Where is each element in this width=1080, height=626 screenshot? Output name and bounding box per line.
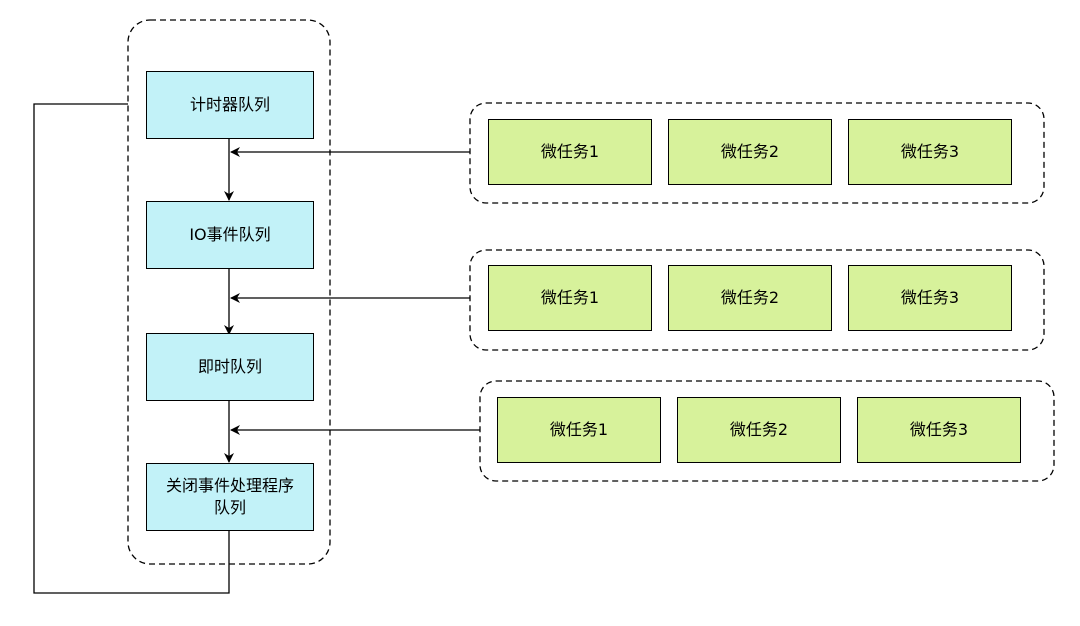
- queue-close-handlers: 关闭事件处理程序 队列: [146, 463, 314, 531]
- microtask-box: 微任务2: [668, 265, 832, 331]
- queue-label: 关闭事件处理程序 队列: [165, 476, 294, 517]
- microtask-label: 微任务2: [729, 420, 789, 439]
- queue-label: 即时队列: [197, 357, 262, 376]
- queue-label: 计时器队列: [189, 95, 270, 114]
- microtask-label: 微任务3: [900, 142, 960, 161]
- microtask-label: 微任务1: [540, 142, 600, 161]
- microtask-box: 微任务1: [488, 265, 652, 331]
- microtask-group-container: [469, 102, 1045, 204]
- microtask-box: 微任务3: [857, 397, 1021, 463]
- microtask-label: 微任务3: [909, 420, 969, 439]
- queue-timer: 计时器队列: [146, 71, 314, 139]
- microtask-box: 微任务1: [497, 397, 661, 463]
- queue-io-events: IO事件队列: [146, 201, 314, 269]
- queue-label: IO事件队列: [189, 225, 271, 244]
- microtask-box: 微任务2: [677, 397, 841, 463]
- microtask-label: 微任务3: [900, 288, 960, 307]
- microtask-label: 微任务1: [540, 288, 600, 307]
- microtask-box: 微任务2: [668, 119, 832, 185]
- microtask-label: 微任务2: [720, 288, 780, 307]
- queue-immediate: 即时队列: [146, 333, 314, 401]
- microtask-box: 微任务3: [848, 265, 1012, 331]
- loop-back-line: [33, 103, 230, 594]
- microtask-group-container: [479, 380, 1055, 482]
- microtask-box: 微任务1: [488, 119, 652, 185]
- microtask-group-container: [469, 249, 1045, 351]
- microtask-label: 微任务1: [549, 420, 609, 439]
- microtask-box: 微任务3: [848, 119, 1012, 185]
- microtask-label: 微任务2: [720, 142, 780, 161]
